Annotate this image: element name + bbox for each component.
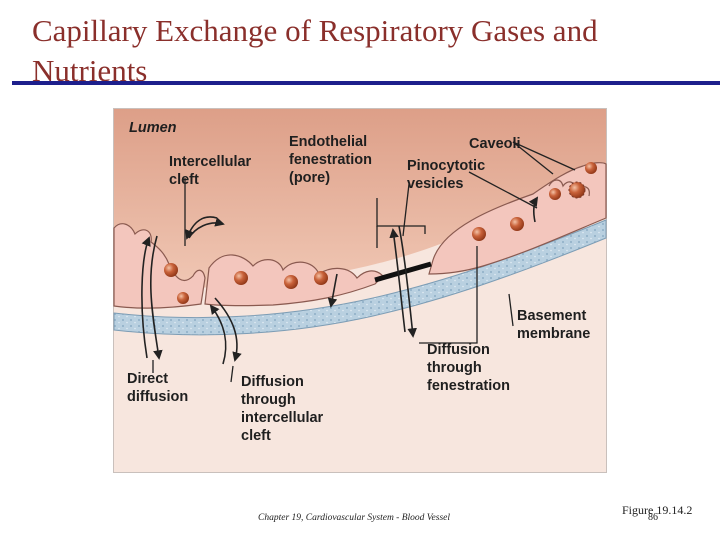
slide-title: Capillary Exchange of Respiratory Gases … <box>32 13 598 88</box>
capillary-svg: Lumen Intercellular cleft Endothelial fe… <box>113 108 607 473</box>
title-rule <box>12 81 720 85</box>
label-intercellular-cleft: Intercellular cleft <box>169 154 255 188</box>
label-direct-diffusion: Direct diffusion <box>127 371 188 405</box>
caveoli-outline <box>548 179 590 197</box>
footer-figure-number: Figure 19.14.2 <box>622 503 693 517</box>
vesicle <box>177 292 189 304</box>
vesicle <box>585 162 597 174</box>
footer-chapter: Chapter 19, Cardiovascular System - Bloo… <box>258 513 451 523</box>
vesicle <box>472 227 486 241</box>
label-basement-membrane: Basement membrane <box>517 308 590 342</box>
lumen-area <box>114 109 606 288</box>
caveola-vesicle <box>568 181 586 199</box>
fenestration-pore <box>374 261 432 283</box>
label-endothelial-fenestration: Endothelial fenestration (pore) <box>289 134 376 186</box>
vesicle <box>510 217 524 231</box>
vesicle <box>549 188 561 200</box>
footer-page-number: 86 <box>648 512 658 523</box>
label-caveoli: Caveoli <box>469 136 521 152</box>
label-lumen: Lumen <box>129 120 177 136</box>
label-pinocytotic-vesicles: Pinocytotic vesicles <box>407 158 489 192</box>
vesicle <box>164 263 178 277</box>
vesicle <box>284 275 298 289</box>
label-diffusion-through-intercellular-cleft: Diffusion through intercellular cleft <box>241 374 327 444</box>
label-diffusion-through-fenestration: Diffusion through fenestration <box>427 342 510 394</box>
basement-membrane <box>113 219 607 336</box>
diffusion-arrows <box>141 196 539 365</box>
vesicle <box>314 271 328 285</box>
leader-lines <box>152 141 576 383</box>
vesicle <box>234 271 248 285</box>
capillary-diagram: Lumen Intercellular cleft Endothelial fe… <box>113 108 607 473</box>
